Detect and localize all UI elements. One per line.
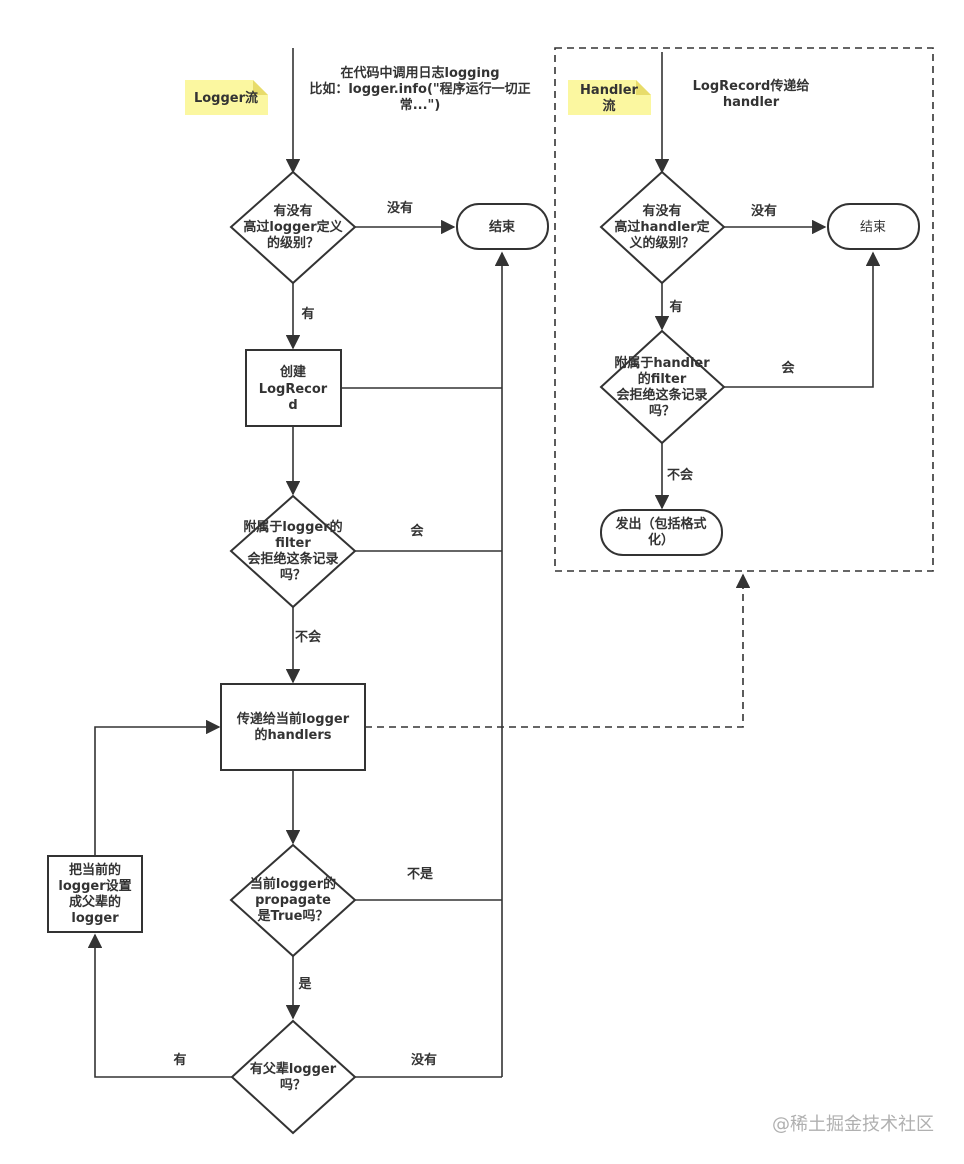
propagate-check-line3: 是True吗？	[257, 909, 329, 924]
logger-filter-check-line1: 附属于logger的	[243, 519, 342, 535]
handler-level-no-label: 没有	[751, 203, 777, 219]
logger-level-check-line1: 有没有	[273, 203, 312, 219]
logger-end-terminal	[456, 203, 549, 250]
parent-no-label: 没有	[411, 1052, 437, 1068]
propagate-check-diamond	[229, 843, 357, 958]
handler-level-check-line3: 义的级别？	[629, 235, 694, 251]
to-handler-flow-arrow	[365, 573, 751, 728]
handler-filter-check-line1: 附属于handler	[614, 355, 710, 371]
parent-check-diamond	[230, 1019, 357, 1135]
logger-filter-check-diamond	[229, 494, 357, 609]
handler-filter-no-label: 不会	[667, 467, 694, 483]
set-parent-line1: 把当前的	[69, 862, 121, 878]
logger-level-check-diamond	[229, 170, 357, 285]
propagate-check-line1: 当前logger的	[250, 876, 336, 892]
handler-flow-label-line1: Handler	[580, 83, 638, 98]
handler-filter-check-line3: 会拒绝这条记录	[616, 387, 707, 403]
create-record-line2: LogRecor	[259, 382, 328, 397]
handler-pass-note-line1: LogRecord传递给	[693, 78, 810, 94]
emit-terminal	[600, 509, 723, 556]
set-parent-line3: 成父辈的	[69, 894, 121, 910]
set-parent-line4: logger	[71, 911, 119, 926]
logger-flow-label: Logger流	[194, 90, 258, 106]
logger-filter-check-line3: 会拒绝这条记录	[247, 551, 338, 567]
logger-level-no-label: 没有	[387, 200, 413, 216]
logger-flow-note	[185, 80, 268, 115]
logger-end-label: 结束	[489, 219, 516, 235]
handler-flow-label-line2: 流	[602, 98, 615, 114]
logger-filter-check-line2: filter	[275, 536, 311, 551]
pass-handlers-line1: 传递给当前logger	[236, 711, 350, 727]
pass-handlers-line2: 的handlers	[254, 727, 331, 743]
set-parent-line2: logger设置	[58, 879, 131, 894]
propagate-yes-label: 是	[297, 977, 312, 992]
logger-level-check-line2: 高过logger定义	[243, 219, 343, 235]
parent-yes-arrow	[87, 933, 232, 1078]
handler-end-label: 结束	[860, 220, 886, 235]
propagate-no-label: 不是	[407, 867, 434, 882]
call-note-line1: 在代码中调用日志logging	[340, 65, 499, 81]
call-note-line2: 比如：logger.info("程序运行一切正	[309, 81, 530, 97]
create-record-line3: d	[288, 398, 297, 413]
pass-to-handlers-box	[220, 683, 366, 771]
loop-back-arrow	[94, 719, 221, 856]
emit-line2: 化）	[648, 532, 674, 548]
handler-level-check-line2: 高过handler定	[614, 219, 709, 235]
handler-flow-note	[568, 80, 651, 115]
handler-filter-check-line2: 的filter	[638, 371, 687, 387]
propagate-check-line2: propagate	[255, 893, 331, 908]
create-record-box	[245, 349, 342, 427]
set-parent-box	[47, 855, 143, 933]
handler-filter-yes-arrow	[724, 251, 881, 388]
handler-pass-note-line2: handler	[723, 95, 780, 110]
logger-filter-no-label: 不会	[295, 629, 322, 645]
handler-filter-check-diamond	[599, 329, 726, 445]
handler-level-check-line1: 有没有	[642, 203, 681, 219]
logger-level-yes-label: 有	[301, 306, 314, 322]
handler-filter-yes-label: 会	[781, 360, 795, 376]
emit-line1: 发出（包括格式	[614, 516, 706, 532]
logger-level-check-line3: 的级别？	[267, 235, 319, 251]
handler-filter-check-line4: 吗？	[649, 404, 675, 419]
call-note-line3: 常...")	[400, 97, 441, 113]
watermark: @稀土掘金技术社区	[772, 1114, 934, 1135]
handler-level-yes-label: 有	[669, 299, 682, 315]
parent-check-line2: 吗？	[280, 1078, 306, 1093]
parent-check-line1: 有父辈logger	[250, 1061, 337, 1077]
logger-filter-check-line4: 吗？	[280, 568, 306, 583]
handler-level-check-diamond	[599, 170, 726, 285]
parent-yes-label: 有	[173, 1052, 186, 1068]
handler-end-terminal	[827, 203, 920, 250]
handler-flow-container	[554, 47, 934, 572]
create-record-line1: 创建	[279, 364, 306, 380]
logger-filter-yes-label: 会	[410, 523, 424, 539]
